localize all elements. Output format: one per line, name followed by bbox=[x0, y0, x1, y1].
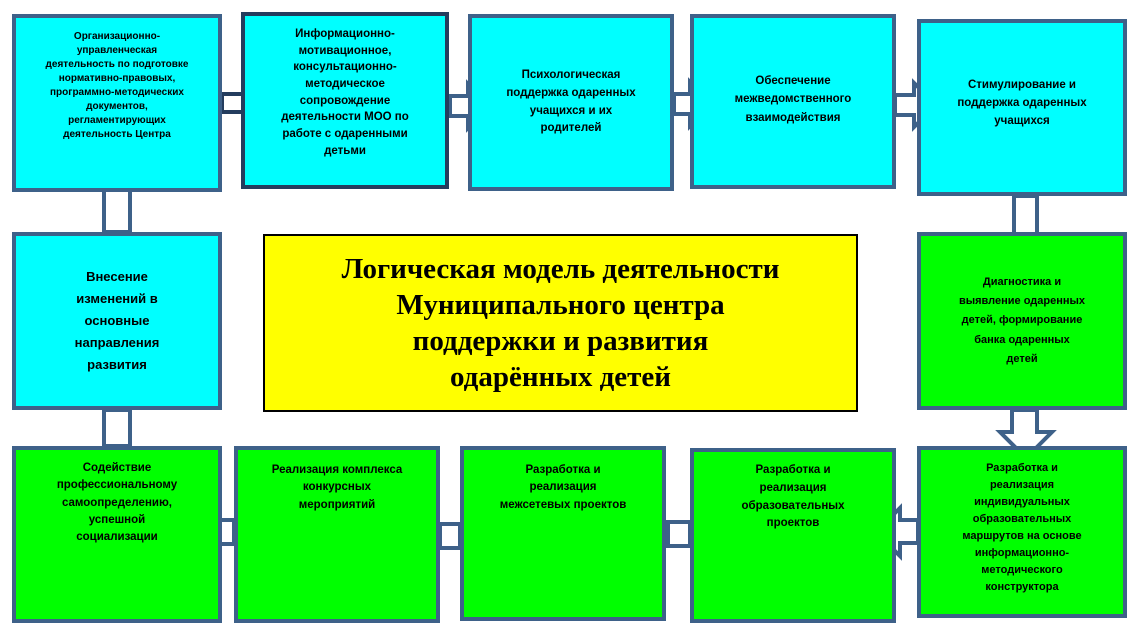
box-organizational-management: Организационно- управленческая деятельно… bbox=[12, 14, 222, 192]
arrow-network-to-contests bbox=[438, 522, 462, 550]
box-contests-label: Реализация комплекса конкурсных мероприя… bbox=[271, 464, 403, 511]
box-stimulation-support: Стимулирование и поддержка одаренных уча… bbox=[917, 19, 1127, 196]
arrow-social-to-changes bbox=[102, 408, 132, 448]
box-stim-label: Стимулирование и поддержка одаренных уча… bbox=[957, 79, 1087, 127]
box-diagnostics: Диагностика и выявление одаренных детей,… bbox=[917, 232, 1127, 410]
box-individual-routes: Разработка и реализация индивидуальных о… bbox=[917, 446, 1127, 618]
box-educational-projects: Разработка и реализация образовательных … bbox=[690, 448, 896, 623]
box-network-projects: Разработка и реализация межсетевых проек… bbox=[460, 446, 666, 621]
box-org-label: Организационно- управленческая деятельно… bbox=[45, 31, 189, 140]
box-diag-label: Диагностика и выявление одаренных детей,… bbox=[958, 275, 1086, 365]
box-social-label: Содействие профессиональному самоопредел… bbox=[56, 462, 178, 543]
box-psych-label: Психологическая поддержка одаренных учащ… bbox=[506, 68, 636, 135]
arrow-contests-to-social bbox=[218, 518, 236, 546]
diagram-title: Логическая модель деятельности Муниципал… bbox=[263, 234, 858, 412]
box-information-support: Информационно- мотивационное, консультац… bbox=[241, 12, 449, 189]
box-edu-label: Разработка и реализация образовательных … bbox=[741, 464, 845, 530]
box-interdepartmental: Обеспечение межведомственного взаимодейс… bbox=[690, 14, 896, 189]
box-routes-label: Разработка и реализация индивидуальных о… bbox=[962, 462, 1082, 594]
box-info-label: Информационно- мотивационное, консультац… bbox=[281, 28, 409, 157]
box-social-support: Содействие профессиональному самоопредел… bbox=[12, 446, 222, 623]
arrow-diag-to-routes bbox=[995, 408, 1057, 461]
box-psychological-support: Психологическая поддержка одаренных учащ… bbox=[468, 14, 674, 191]
box-introduce-changes: Внесение изменений в основные направлени… bbox=[12, 232, 222, 410]
box-changes-label: Внесение изменений в основные направлени… bbox=[74, 268, 160, 373]
box-network-label: Разработка и реализация межсетевых проек… bbox=[499, 464, 627, 511]
box-contests: Реализация комплекса конкурсных мероприя… bbox=[234, 446, 440, 623]
box-interdept-label: Обеспечение межведомственного взаимодейс… bbox=[734, 75, 852, 124]
arrow-edu-to-network bbox=[666, 520, 692, 548]
